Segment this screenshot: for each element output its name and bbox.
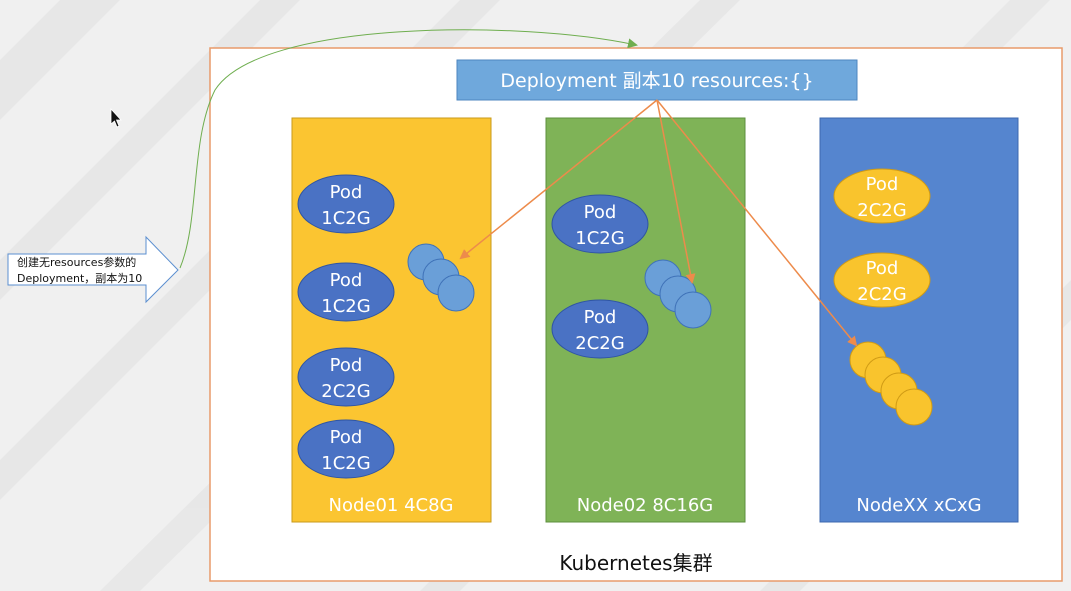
pod-label: Pod (330, 182, 363, 203)
pod-resource: 1C2G (321, 296, 370, 317)
pod-node01-3: Pod 2C2G (297, 347, 395, 407)
nodexx-label: NodeXX xCxG (856, 495, 981, 516)
pod-node02-1: Pod 1C2G (551, 194, 649, 254)
pod-resource: 2C2G (857, 284, 906, 305)
pod-node01-1: Pod 1C2G (297, 174, 395, 234)
pod-node01-4: Pod 1C2G (297, 419, 395, 479)
callout-arrow: 创建无resources参数的 Deployment，副本为10 (7, 235, 179, 304)
pod-resource: 2C2G (575, 333, 624, 354)
pod-node01-2: Pod 1C2G (297, 262, 395, 322)
new-pods-node01 (407, 243, 475, 312)
deployment-box (456, 59, 858, 101)
pod-nodexx-2: Pod 2C2G (833, 252, 931, 308)
schedule-arrow-node02 (656, 99, 696, 284)
pod-label: Pod (866, 174, 899, 195)
new-pods-nodexx (849, 341, 933, 426)
callout-text-line2: Deployment，副本为10 (17, 271, 142, 285)
cluster-label: Kubernetes集群 (559, 551, 712, 575)
pod-label: Pod (866, 258, 899, 279)
pod-resource: 1C2G (321, 208, 370, 229)
pod-label: Pod (584, 307, 617, 328)
schedule-arrow-node01 (459, 99, 658, 260)
curved-arrow (179, 29, 638, 269)
deployment-label: Deployment 副本10 resources:{} (500, 70, 813, 92)
pod-resource: 1C2G (575, 228, 624, 249)
pod-resource: 2C2G (321, 381, 370, 402)
schedule-arrow-nodexx (656, 99, 858, 347)
pod-label: Pod (584, 202, 617, 223)
callout-text-line1: 创建无resources参数的 (17, 255, 136, 269)
node01-label: Node01 4C8G (328, 495, 453, 516)
pod-label: Pod (330, 427, 363, 448)
pod-resource: 2C2G (857, 200, 906, 221)
pod-label: Pod (330, 270, 363, 291)
pod-label: Pod (330, 355, 363, 376)
pod-nodexx-1: Pod 2C2G (833, 168, 931, 224)
pod-node02-2: Pod 2C2G (551, 299, 649, 359)
new-pods-node02 (644, 259, 712, 329)
pod-resource: 1C2G (321, 453, 370, 474)
node02-label: Node02 8C16G (577, 495, 713, 516)
mouse-cursor-icon (110, 107, 122, 128)
